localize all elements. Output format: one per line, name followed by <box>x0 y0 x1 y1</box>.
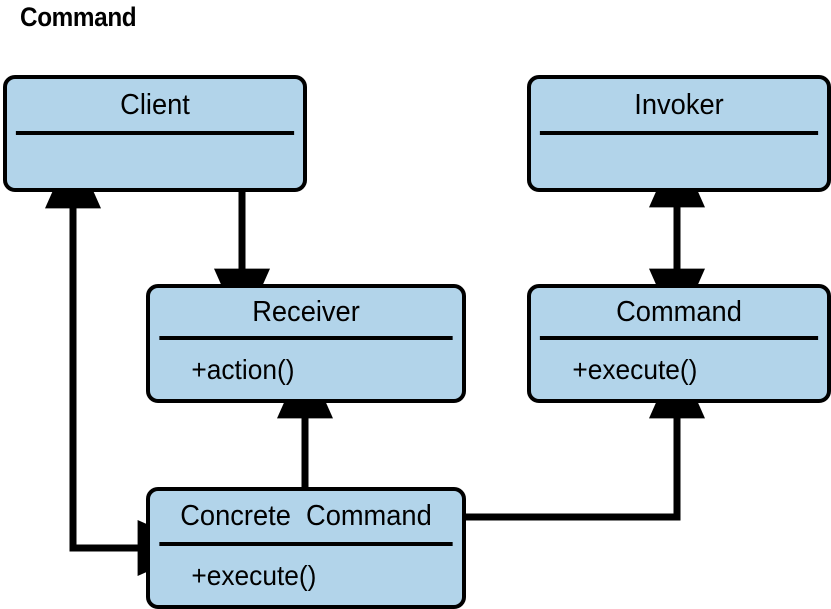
connector-concretecommand-to-command <box>466 355 705 521</box>
uml-class-receiver[interactable]: Receiver +action() <box>146 284 466 403</box>
uml-class-operations-client <box>7 135 285 188</box>
uml-class-client[interactable]: Client <box>3 75 307 192</box>
uml-class-operations-invoker <box>531 135 809 188</box>
uml-class-name-concrete-command: Concrete Command <box>159 491 453 546</box>
uml-class-operations-receiver: +action() <box>191 353 295 385</box>
figure-title: Command <box>20 2 137 32</box>
uml-class-name-command: Command <box>539 288 819 340</box>
uml-class-name-invoker: Invoker <box>539 79 819 135</box>
uml-class-operations-concrete-command: +execute() <box>191 559 317 591</box>
uml-class-name-client: Client <box>15 79 295 135</box>
uml-class-concrete-command[interactable]: Concrete Command +execute() <box>146 487 466 609</box>
uml-class-name-receiver: Receiver <box>159 288 453 340</box>
uml-class-operations-command: +execute() <box>572 353 698 385</box>
uml-class-invoker[interactable]: Invoker <box>527 75 831 192</box>
connector-concretecommand-to-client <box>45 145 201 576</box>
uml-class-command[interactable]: Command +execute() <box>527 284 831 403</box>
